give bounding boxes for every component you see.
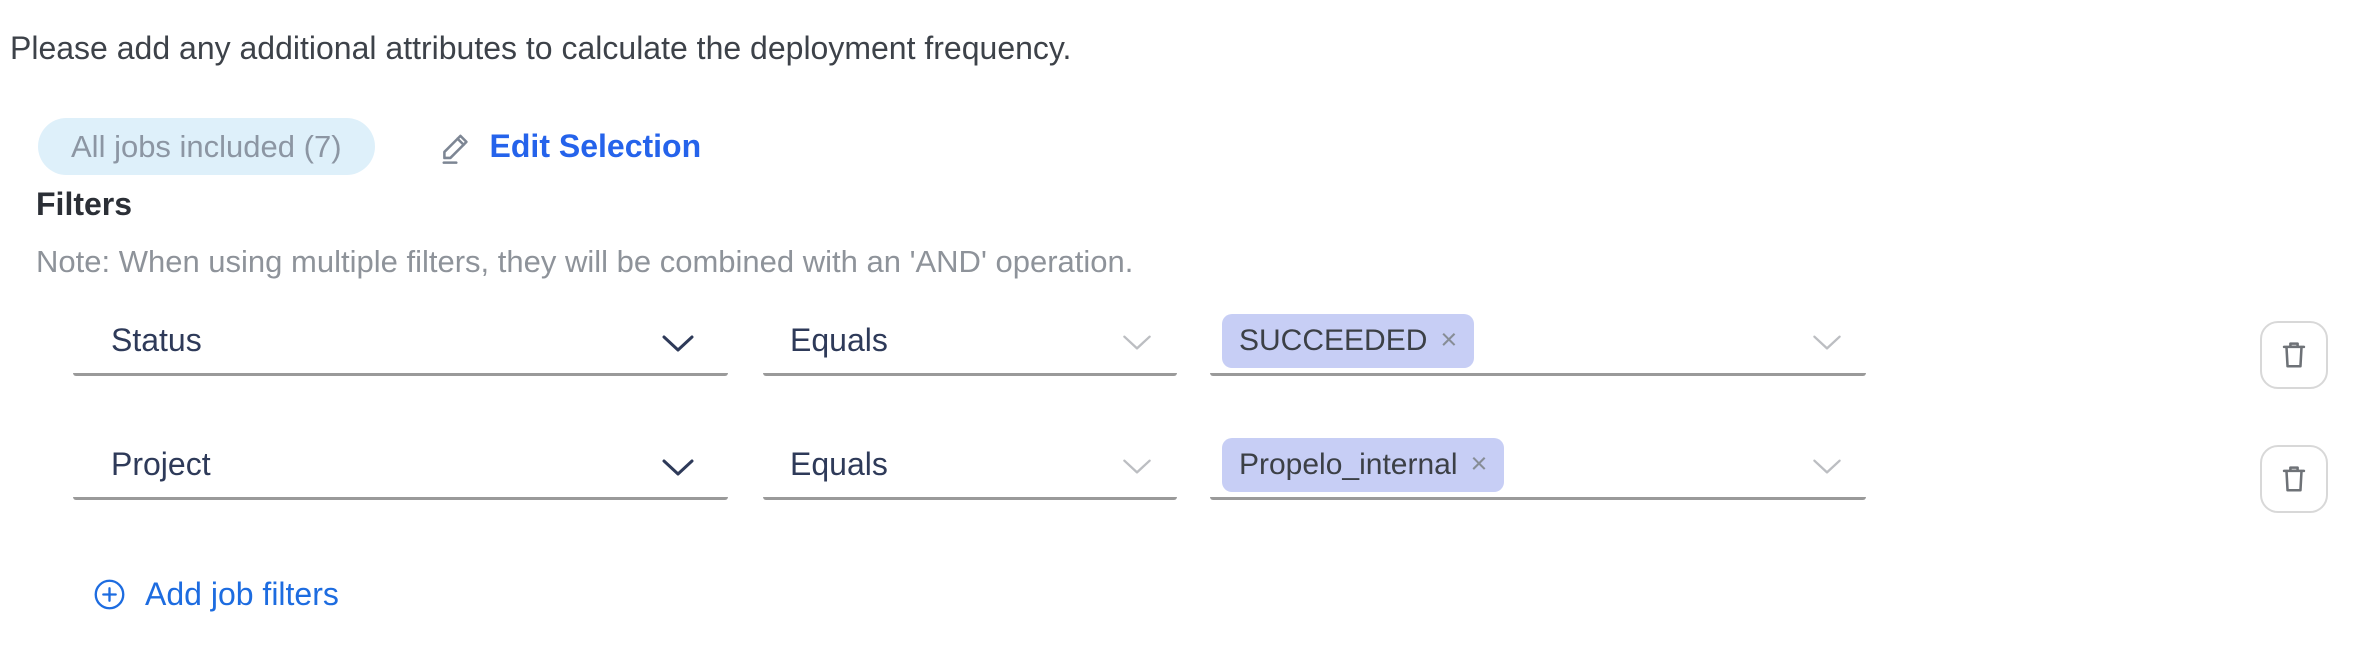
pencil-icon (439, 129, 475, 165)
chevron-down-icon (1811, 458, 1843, 476)
close-icon[interactable]: × (1440, 324, 1458, 356)
trash-icon (2276, 461, 2312, 497)
values-multiselect[interactable]: Propelo_internal × (1210, 432, 1866, 500)
filter-row: Status Equals SUCCEEDED × (0, 308, 2376, 389)
close-icon[interactable]: × (1470, 448, 1488, 480)
operator-select[interactable]: Equals (763, 308, 1177, 376)
value-tag: Propelo_internal × (1222, 437, 1505, 492)
chevron-down-icon (661, 458, 695, 478)
chevron-down-icon (1121, 458, 1153, 476)
operator-select[interactable]: Equals (763, 432, 1177, 500)
attribute-select-value: Project (111, 446, 211, 482)
add-job-filters-link[interactable]: Add job filters (93, 576, 339, 613)
chevron-down-icon (1121, 334, 1153, 352)
edit-selection-label: Edit Selection (489, 128, 702, 164)
filter-row: Project Equals Propelo_internal × (0, 432, 2376, 513)
jobs-included-badge-label: All jobs included (7) (71, 128, 342, 164)
instruction-text: Please add any additional attributes to … (10, 30, 1072, 66)
filters-note: Note: When using multiple filters, they … (36, 244, 1134, 279)
attribute-select-value: Status (111, 322, 202, 358)
jobs-summary-row: All jobs included (7) Edit Selection (38, 118, 701, 175)
filters-heading: Filters (36, 186, 133, 222)
plus-circle-icon (93, 578, 126, 611)
operator-select-value: Equals (790, 322, 888, 358)
delete-filter-button[interactable] (2260, 445, 2328, 513)
attribute-select[interactable]: Project (73, 432, 728, 500)
values-multiselect[interactable]: SUCCEEDED × (1210, 308, 1866, 376)
operator-select-value: Equals (790, 446, 888, 482)
jobs-included-badge: All jobs included (7) (38, 118, 375, 175)
value-tag-label: Propelo_internal (1239, 447, 1458, 481)
add-job-filters-label: Add job filters (145, 576, 339, 612)
attribute-select[interactable]: Status (73, 308, 728, 376)
edit-selection-link[interactable]: Edit Selection (439, 128, 702, 165)
delete-filter-button[interactable] (2260, 321, 2328, 389)
chevron-down-icon (1811, 334, 1843, 352)
chevron-down-icon (661, 334, 695, 354)
trash-icon (2276, 337, 2312, 373)
value-tag-label: SUCCEEDED (1239, 323, 1428, 357)
value-tag: SUCCEEDED × (1222, 313, 1475, 368)
